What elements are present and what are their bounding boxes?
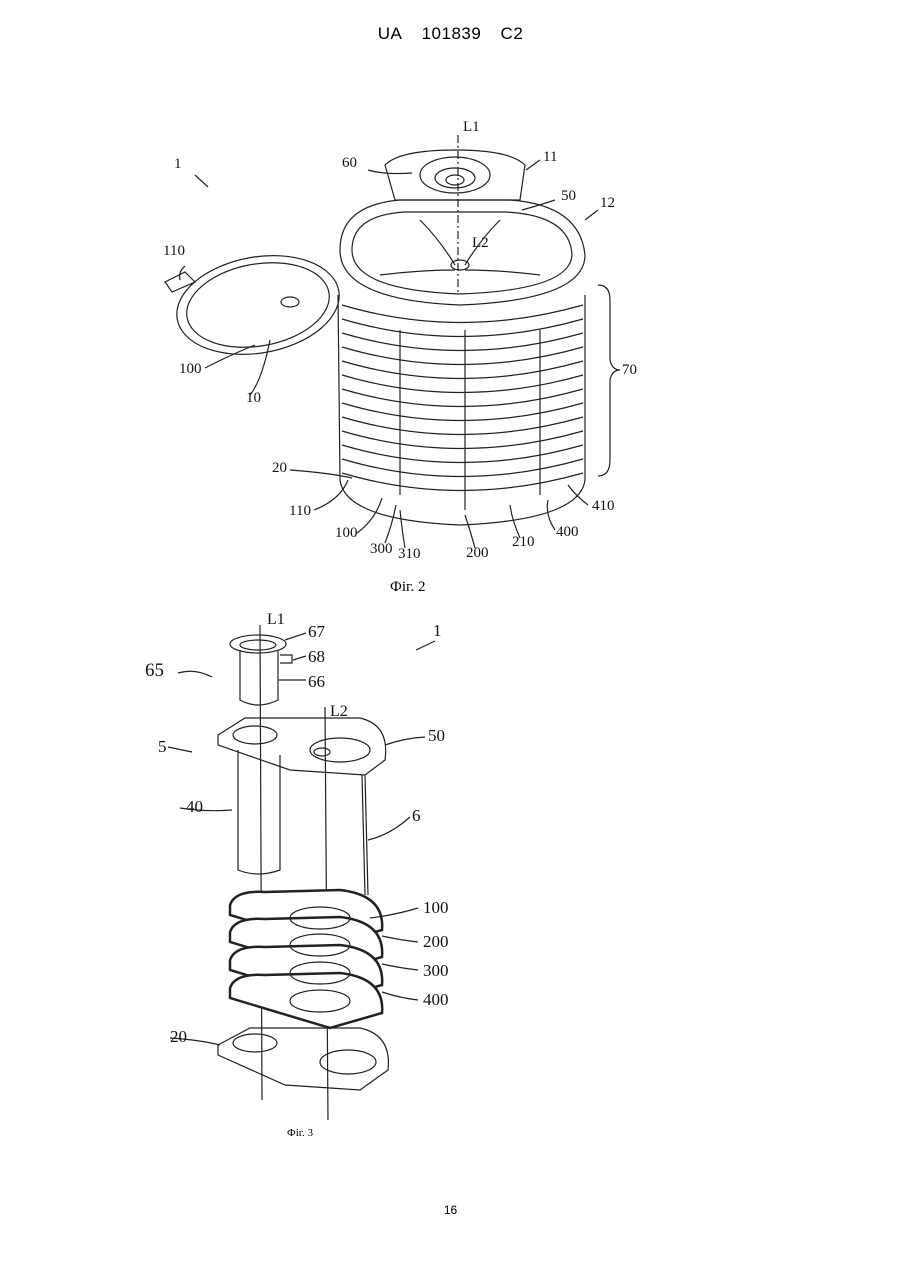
tier-line (342, 389, 583, 407)
fig2-label-210: 210 (512, 534, 535, 550)
fig3-leader-lines (168, 633, 435, 1045)
fig2-label-l2: L2 (472, 235, 489, 251)
fig3-label-40: 40 (186, 797, 203, 816)
tier-line (342, 305, 583, 323)
fig3-label-400: 400 (423, 990, 449, 1009)
figure-2-caption: Фіг. 2 (390, 579, 425, 596)
tier-line (342, 473, 583, 491)
fig2-label-20: 20 (272, 460, 287, 476)
handle-drawing (385, 150, 525, 200)
fig2-label-200: 200 (466, 545, 489, 561)
fig2-label-1: 1 (174, 156, 182, 172)
fig2-label-100b: 100 (335, 525, 358, 541)
tier-line (342, 319, 583, 337)
base-20-drawing (218, 1028, 388, 1090)
tier-line (342, 403, 583, 421)
fig2-label-70: 70 (622, 362, 637, 378)
cup-65-drawing (230, 635, 292, 705)
fig2-label-l1: L1 (463, 119, 480, 135)
fig2-label-300: 300 (370, 541, 393, 557)
figure-2-drawing: L1 L2 1 60 11 50 12 110 100 10 70 20 110… (0, 0, 901, 600)
tier-line (342, 431, 583, 449)
fig3-label-6: 6 (412, 806, 421, 825)
tier-line (342, 361, 583, 379)
fig2-label-60: 60 (342, 155, 357, 171)
fig3-label-50: 50 (428, 726, 445, 745)
top-ring-drawing (340, 200, 585, 305)
tier-line (342, 333, 583, 351)
stacked-body-drawing (338, 295, 585, 525)
fig3-label-100: 100 (423, 898, 449, 917)
axis-l2-fig3 (325, 707, 328, 1120)
fig3-label-65: 65 (145, 660, 164, 681)
tier-line (342, 459, 583, 477)
fig3-label-200: 200 (423, 932, 449, 951)
fig2-label-310: 310 (398, 546, 421, 562)
fig2-label-400: 400 (556, 524, 579, 540)
tier-lines (342, 305, 583, 491)
lid-drawing (165, 243, 347, 366)
fig2-label-100a: 100 (179, 361, 202, 377)
fig3-label-67: 67 (308, 622, 326, 641)
brace-70 (598, 285, 620, 476)
top-plate-drawing (218, 718, 386, 895)
tier-line (342, 445, 583, 463)
tier-line (342, 347, 583, 365)
fig3-label-1: 1 (433, 621, 442, 640)
fig2-label-110a: 110 (163, 243, 185, 259)
fig3-label-68: 68 (308, 647, 325, 666)
fig3-label-l1: L1 (267, 611, 285, 628)
fig3-label-300: 300 (423, 961, 449, 980)
figure-3-caption: Фіг. 3 (287, 1127, 313, 1139)
fig2-label-12: 12 (600, 195, 615, 211)
fig2-label-50: 50 (561, 188, 576, 204)
tier-line (342, 417, 583, 435)
fig2-label-410: 410 (592, 498, 615, 514)
fig3-label-5: 5 (158, 737, 167, 756)
fig3-label-66: 66 (308, 672, 325, 691)
page-number: 16 (0, 1203, 901, 1217)
tier-line (342, 375, 583, 393)
fig2-label-110b: 110 (289, 503, 311, 519)
fig3-label-20: 20 (170, 1027, 187, 1046)
fig3-label-l2: L2 (330, 703, 348, 720)
fig2-label-10: 10 (246, 390, 261, 406)
fig2-label-11: 11 (543, 149, 557, 165)
axis-l1-fig3 (260, 625, 262, 1100)
plate-stack-drawing (230, 890, 382, 1028)
